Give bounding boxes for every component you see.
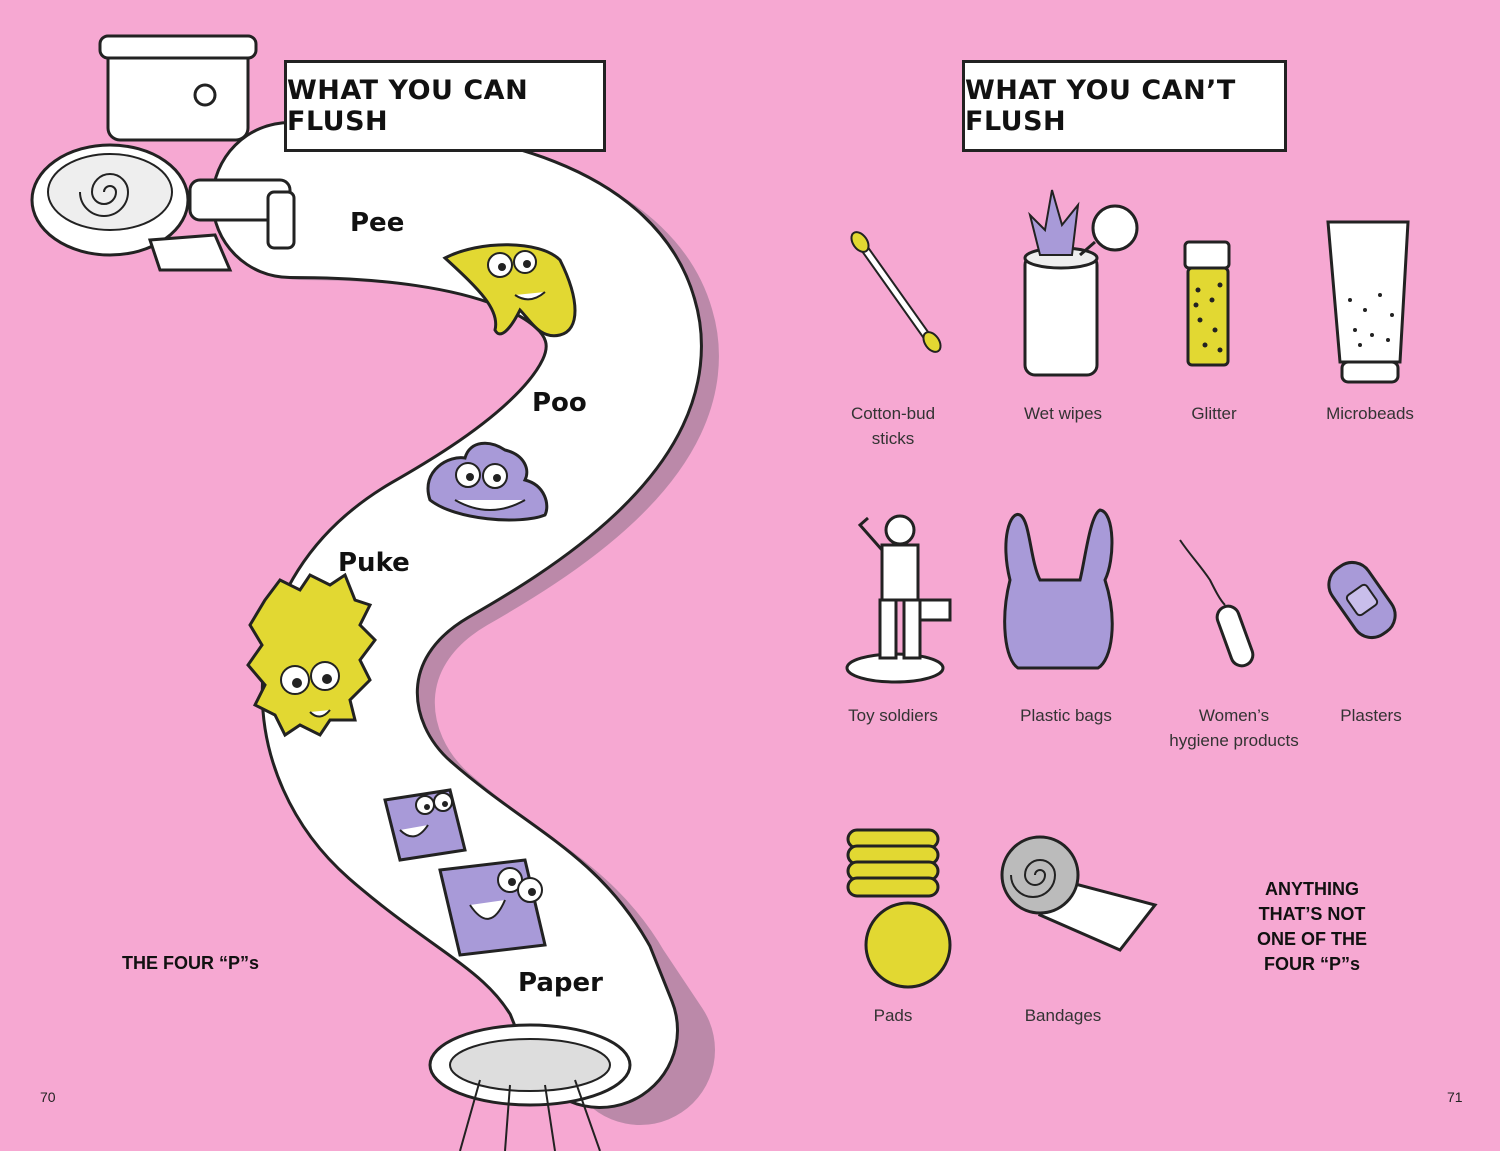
paper-character-2	[438, 858, 547, 957]
label-poo: Poo	[532, 388, 587, 418]
poo-character	[426, 441, 549, 522]
bandage-roll-icon	[1000, 835, 1158, 952]
can-flush-heading: WHAT YOU CAN FLUSH	[284, 60, 606, 152]
microbeads-tube-icon	[1326, 220, 1410, 384]
wet-wipes-icon	[1023, 189, 1139, 377]
plastic-bag-icon	[1003, 508, 1114, 670]
toilet-icon	[30, 34, 296, 272]
puke-character	[246, 572, 377, 738]
four-ps-note: THE FOUR “P”s	[122, 953, 260, 973]
caption-plasters: Plasters	[1340, 706, 1402, 725]
tampon-icon	[1179, 539, 1255, 668]
cant-flush-heading: WHAT YOU CAN’T FLUSH	[962, 60, 1287, 152]
toy-soldier-icon	[845, 514, 952, 684]
label-pee: Pee	[350, 208, 405, 238]
glitter-jar-icon	[1183, 240, 1231, 367]
caption-microbeads: Microbeads	[1326, 404, 1414, 423]
paper-character-1	[383, 788, 467, 862]
caption-glitter: Glitter	[1191, 404, 1237, 423]
plaster-icon	[1327, 560, 1397, 640]
caption-hygiene-products: Women’s hygiene products	[1169, 706, 1299, 750]
caption-cotton-bud: Cotton-bud sticks	[850, 404, 936, 448]
caption-bandages: Bandages	[1024, 1006, 1102, 1025]
pads-icon	[846, 828, 952, 989]
label-paper: Paper	[518, 968, 603, 998]
caption-toy-soldiers: Toy soldiers	[848, 706, 938, 725]
pee-character	[442, 243, 577, 338]
caption-plastic-bags: Plastic bags	[1020, 706, 1112, 725]
cotton-bud-icon	[850, 231, 942, 353]
page-number-right: 71	[1447, 1089, 1463, 1105]
label-puke: Puke	[338, 548, 410, 578]
anything-else-note: ANYTHING THAT’S NOT ONE OF THE FOUR “P”s	[1256, 879, 1367, 974]
caption-pads: Pads	[873, 1006, 913, 1025]
page-number-left: 70	[40, 1089, 56, 1105]
drain-pipe-icon	[428, 1023, 632, 1151]
caption-wet-wipes: Wet wipes	[1023, 404, 1103, 423]
